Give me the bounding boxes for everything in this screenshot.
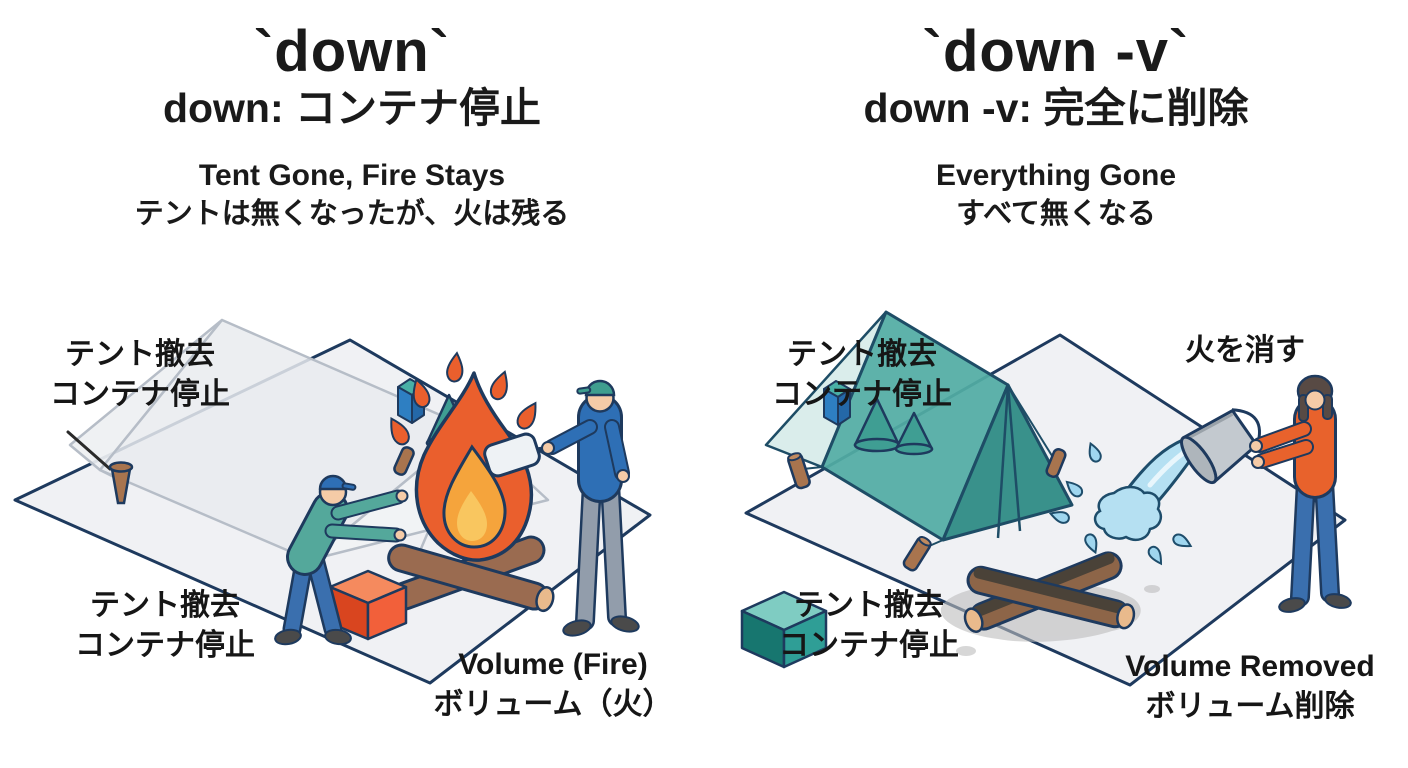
panel-subtitle: down: コンテナ停止 bbox=[162, 84, 542, 131]
tent-peg-icon bbox=[108, 461, 134, 505]
toy-cube-icon bbox=[397, 378, 425, 424]
caption-ja: テントは無くなったが、火は残る bbox=[134, 198, 570, 231]
label-tent-removed-top: テント撤去 コンテナ停止 bbox=[740, 335, 984, 415]
label-line: コンテナ停止 bbox=[779, 628, 959, 662]
camper-standing bbox=[483, 379, 640, 637]
toy-cube-icon bbox=[823, 380, 851, 426]
shovel-icon bbox=[483, 432, 554, 478]
panel-header: `down -v` down -v: 完全に削除 Everything Gone… bbox=[704, 19, 1408, 232]
label-volume-removed: Volume Removed ボリューム削除 bbox=[1090, 647, 1408, 727]
label-line: コンテナ停止 bbox=[772, 377, 952, 411]
caption-en: Everything Gone bbox=[935, 159, 1177, 193]
label-line: Volume Removed bbox=[1125, 650, 1375, 683]
label-tent-removed-bottom: テント撤去 コンテナ停止 bbox=[744, 586, 994, 666]
label-line: ボリューム削除 bbox=[1145, 689, 1355, 723]
caption-ja: すべて無くなる bbox=[956, 198, 1156, 231]
label-tent-removed-top: テント撤去 コンテナ停止 bbox=[18, 335, 262, 415]
extinguished-logs-icon bbox=[963, 551, 1136, 633]
panel-header: `down` down: コンテナ停止 Tent Gone, Fire Stay… bbox=[0, 19, 704, 232]
label-line: テント撤去 bbox=[90, 589, 240, 622]
label-line: テント撤去 bbox=[787, 338, 937, 371]
scene-down: テント撤去 コンテナ停止 テント撤去 コンテナ停止 Volume (Fire) … bbox=[0, 295, 704, 760]
label-line: コンテナ停止 bbox=[75, 628, 255, 662]
toy-cones-icon bbox=[853, 397, 934, 456]
camper-pouring bbox=[1249, 374, 1352, 613]
down-v-scene-illustration bbox=[740, 310, 1352, 687]
tent-peg-icon bbox=[1045, 448, 1067, 478]
tent-peg-icon bbox=[902, 535, 932, 572]
scene-down-v: テント撤去 コンテナ停止 火を消す テント撤去 コンテナ停止 Volume Re… bbox=[704, 295, 1408, 760]
label-tent-removed-bottom: テント撤去 コンテナ停止 bbox=[40, 586, 290, 666]
caption-en: Tent Gone, Fire Stays bbox=[198, 159, 506, 193]
fire-sparks-icon bbox=[390, 351, 537, 446]
panel-down-v: `down -v` down -v: 完全に削除 Everything Gone… bbox=[704, 0, 1408, 768]
page-title: `down` bbox=[253, 19, 451, 84]
label-line: Volume (Fire) bbox=[458, 648, 648, 681]
container-box-icon bbox=[328, 569, 408, 641]
label-line: ボリューム（火） bbox=[433, 687, 673, 721]
label-volume-fire: Volume (Fire) ボリューム（火） bbox=[398, 645, 708, 725]
down-scene-illustration bbox=[13, 318, 652, 685]
label-line: テント撤去 bbox=[65, 338, 215, 371]
pointer-line bbox=[66, 430, 112, 471]
page-title: `down -v` bbox=[922, 19, 1190, 84]
panel-down: `down` down: コンテナ停止 Tent Gone, Fire Stay… bbox=[0, 19, 704, 760]
flame-core bbox=[457, 491, 487, 541]
panel-subtitle: down -v: 完全に削除 bbox=[863, 84, 1249, 131]
container-box-icon bbox=[740, 590, 828, 669]
water-bucket-icon bbox=[1180, 408, 1261, 485]
label-line: テント撤去 bbox=[794, 589, 944, 622]
label-extinguish-fire: 火を消す bbox=[1140, 331, 1350, 371]
tent-peg-icon bbox=[393, 446, 415, 476]
camper-crouching bbox=[274, 474, 409, 646]
label-line: コンテナ停止 bbox=[50, 377, 230, 411]
label-line: 火を消す bbox=[1185, 334, 1305, 367]
tent-peg-icon bbox=[787, 452, 811, 490]
